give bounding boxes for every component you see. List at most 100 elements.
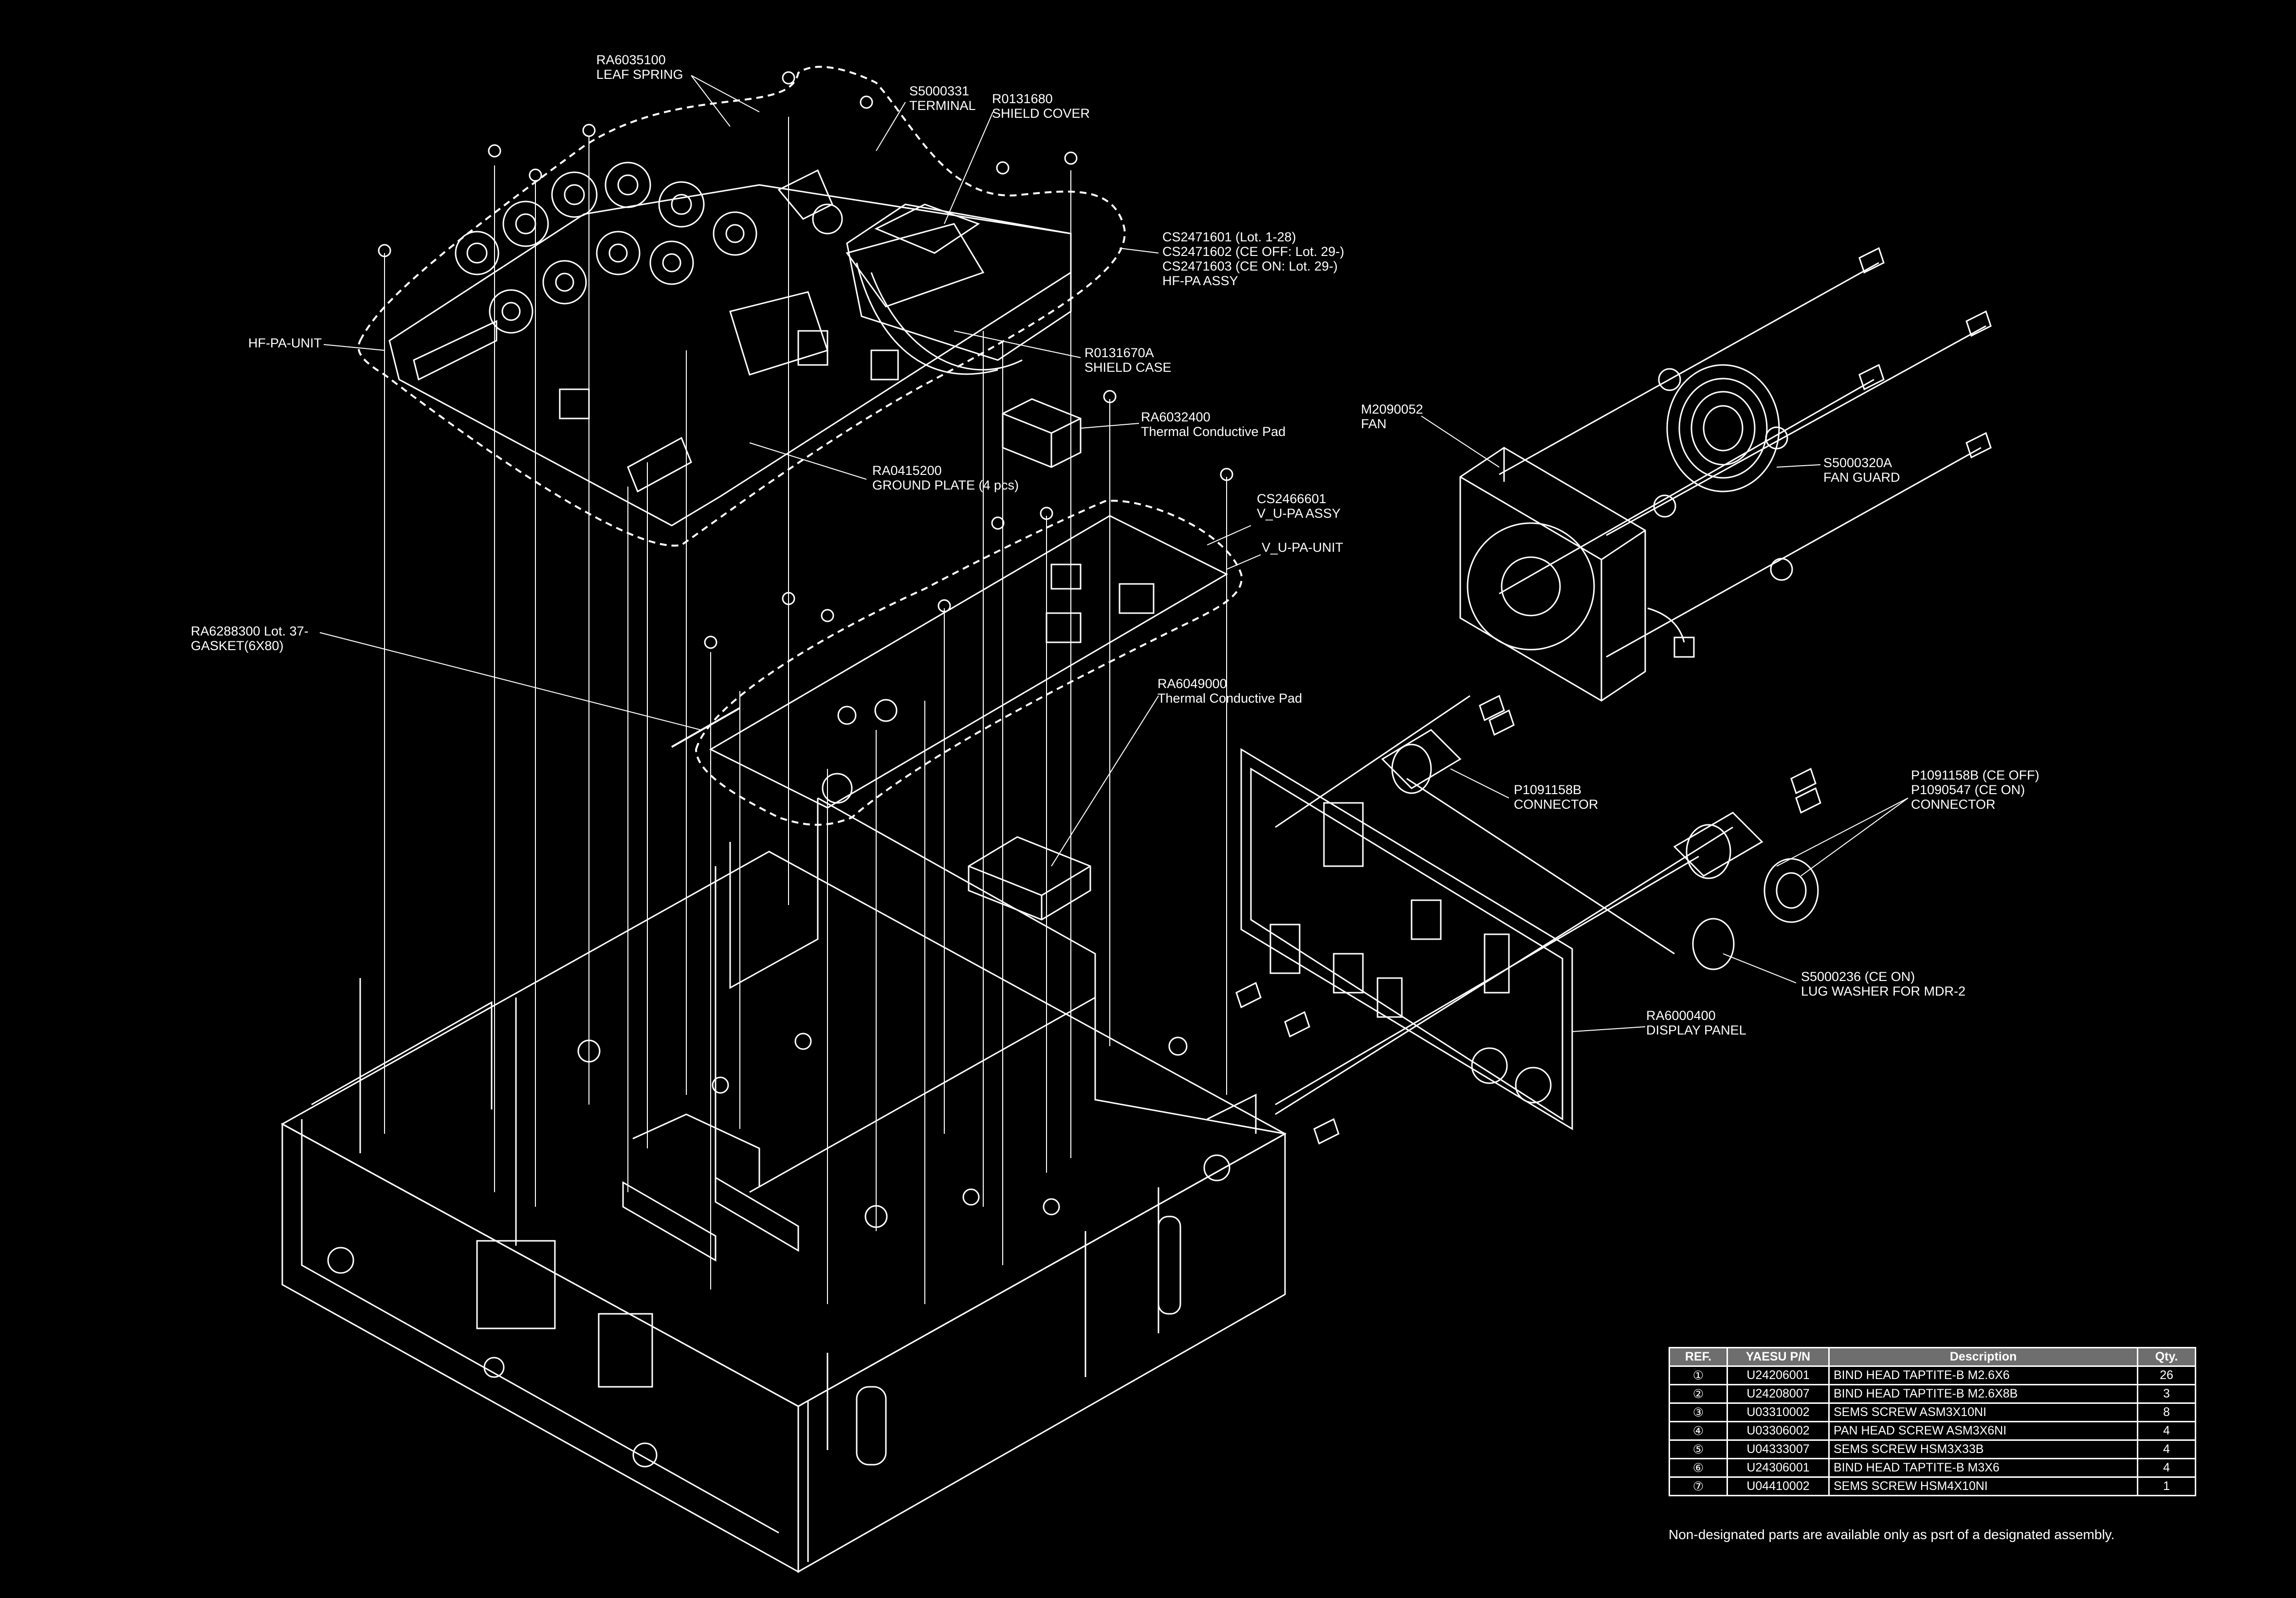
row-part-number: U04333007 [1727, 1439, 1830, 1459]
table-row: ② U24208007 BIND HEAD TAPTITE-B M2.6X8B … [1669, 1384, 2196, 1404]
label-display-panel-pn: RA6000400 [1646, 1008, 1716, 1023]
label-connector-2-pn2: P1090547 (CE ON) [1911, 782, 2025, 797]
row-part-number: U24208007 [1727, 1384, 1830, 1404]
row-part-number: U24306001 [1727, 1458, 1830, 1478]
label-thermal-pad-1-name: Thermal Conductive Pad [1141, 424, 1286, 439]
row-part-number: U04410002 [1727, 1476, 1830, 1496]
row-description: SEMS SCREW HSM4X10NI [1828, 1476, 2138, 1496]
label-hf-pa-assy-pn1: CS2471601 (Lot. 1-28) [1162, 230, 1296, 244]
table-row: ⑥ U24306001 BIND HEAD TAPTITE-B M3X6 4 [1669, 1458, 2196, 1478]
label-thermal-pad-2: RA6049000 Thermal Conductive Pad [1157, 676, 1302, 706]
row-ref: ③ [1669, 1402, 1728, 1422]
label-thermal-pad-2-pn: RA6049000 [1157, 676, 1227, 691]
label-connector-1-name: CONNECTOR [1514, 797, 1598, 812]
row-qty: 4 [2137, 1421, 2196, 1441]
row-ref: ① [1669, 1365, 1728, 1385]
label-gasket: RA6288300 Lot. 37- GASKET(6X80) [191, 624, 309, 653]
label-lug-washer-name: LUG WASHER FOR MDR-2 [1801, 984, 1966, 999]
callout-leaders [319, 75, 1909, 1032]
label-leaf-spring-pn: RA6035100 [596, 53, 666, 67]
gasket-line [671, 707, 740, 748]
label-vu-pa-unit-name: V_U-PA-UNIT [1262, 540, 1343, 555]
parts-table: REF. YAESU P/N Description Qty. ① U24206… [1669, 1347, 2196, 1496]
label-shield-cover-name: SHIELD COVER [992, 106, 1090, 121]
row-qty: 26 [2137, 1365, 2196, 1385]
label-hf-pa-unit-name: HF-PA-UNIT [248, 336, 322, 350]
label-display-panel-name: DISPLAY PANEL [1646, 1023, 1746, 1037]
row-description: PAN HEAD SCREW ASM3X6NI [1828, 1421, 2138, 1441]
label-lug-washer: S5000236 (CE ON) LUG WASHER FOR MDR-2 [1801, 969, 1965, 999]
label-shield-case-name: SHIELD CASE [1084, 360, 1172, 375]
label-hf-pa-unit: HF-PA-UNIT [248, 336, 322, 350]
row-part-number: U03306002 [1727, 1421, 1830, 1441]
row-description: BIND HEAD TAPTITE-B M2.6X6 [1828, 1365, 2138, 1385]
row-ref: ⑦ [1669, 1476, 1728, 1496]
table-row: ① U24206001 BIND HEAD TAPTITE-B M2.6X6 2… [1669, 1365, 2196, 1385]
label-fan-guard-pn: S5000320A [1823, 455, 1892, 470]
row-qty: 1 [2137, 1476, 2196, 1496]
label-lug-washer-pn: S5000236 (CE ON) [1801, 969, 1915, 984]
fan-drawing [1459, 447, 1695, 702]
row-part-number: U03310002 [1727, 1402, 1830, 1422]
label-thermal-pad-1: RA6032400 Thermal Conductive Pad [1141, 410, 1286, 439]
display-panel-drawing [1240, 748, 1573, 1130]
chassis [280, 797, 1287, 1573]
label-fan-name: FAN [1361, 417, 1387, 431]
label-hf-pa-assy: CS2471601 (Lot. 1-28) CS2471602 (CE OFF:… [1162, 230, 1344, 288]
label-connector-2-pn1: P1091158B (CE OFF) [1911, 768, 2039, 782]
label-terminal-pn: S5000331 [909, 84, 970, 98]
label-fan-pn: M2090052 [1361, 402, 1423, 417]
label-gasket-pn: RA6288300 Lot. 37- [191, 624, 309, 638]
label-ground-plate-pn: RA0415200 [872, 463, 942, 478]
parts-table-header-row: REF. YAESU P/N Description Qty. [1669, 1347, 2196, 1367]
fan-guard-drawing [1653, 364, 1793, 581]
label-hf-pa-assy-name: HF-PA ASSY [1162, 273, 1238, 288]
screw-markers [378, 71, 1233, 649]
row-description: SEMS SCREW ASM3X10NI [1828, 1402, 2138, 1422]
header-part-number: YAESU P/N [1727, 1347, 1830, 1367]
row-qty: 8 [2137, 1402, 2196, 1422]
row-qty: 3 [2137, 1384, 2196, 1404]
header-description: Description [1828, 1347, 2138, 1367]
table-row: ④ U03306002 PAN HEAD SCREW ASM3X6NI 4 [1669, 1421, 2196, 1441]
label-shield-case-pn: R0131670A [1084, 345, 1154, 360]
header-qty: Qty. [2137, 1347, 2196, 1367]
label-connector-2-name: CONNECTOR [1911, 797, 1996, 812]
table-row: ③ U03310002 SEMS SCREW ASM3X10NI 8 [1669, 1402, 2196, 1422]
vu-pa-board [695, 500, 1243, 826]
footnote: Non-designated parts are available only … [1669, 1527, 2115, 1542]
label-fan-guard-name: FAN GUARD [1823, 470, 1900, 485]
label-ground-plate: RA0415200 GROUND PLATE (4 pcs) [872, 463, 1019, 492]
row-part-number: U24206001 [1727, 1365, 1830, 1385]
label-shield-cover: R0131680 SHIELD COVER [992, 91, 1090, 121]
label-connector-1-pn: P1091158B [1514, 782, 1582, 797]
row-qty: 4 [2137, 1458, 2196, 1478]
label-terminal: S5000331 TERMINAL [909, 84, 976, 113]
label-terminal-name: TERMINAL [909, 98, 976, 113]
row-qty: 4 [2137, 1439, 2196, 1459]
table-row: ⑤ U04333007 SEMS SCREW HSM3X33B 4 [1669, 1439, 2196, 1459]
label-vu-pa-assy-pn: CS2466601 [1257, 491, 1326, 506]
label-ground-plate-name: GROUND PLATE (4 pcs) [872, 478, 1019, 492]
row-description: SEMS SCREW HSM3X33B [1828, 1439, 2138, 1459]
fan-screws [1499, 247, 1992, 658]
label-fan: M2090052 FAN [1361, 402, 1423, 431]
row-ref: ⑥ [1669, 1458, 1728, 1478]
label-vu-pa-assy: CS2466601 V_U-PA ASSY [1257, 491, 1341, 521]
shield-case [777, 169, 1072, 375]
label-vu-pa-assy-name: V_U-PA ASSY [1257, 506, 1341, 521]
label-hf-pa-assy-pn3: CS2471603 (CE ON: Lot. 29-) [1162, 259, 1338, 273]
label-leaf-spring-name: LEAF SPRING [596, 67, 683, 82]
label-vu-pa-unit: V_U-PA-UNIT [1262, 540, 1343, 555]
row-ref: ② [1669, 1384, 1728, 1404]
row-ref: ⑤ [1669, 1439, 1728, 1459]
row-description: BIND HEAD TAPTITE-B M3X6 [1828, 1458, 2138, 1478]
table-row: ⑦ U04410002 SEMS SCREW HSM4X10NI 1 [1669, 1476, 2196, 1496]
connectors-drawing [1235, 694, 1821, 1145]
label-connector-2: P1091158B (CE OFF) P1090547 (CE ON) CONN… [1911, 768, 2039, 812]
row-description: BIND HEAD TAPTITE-B M2.6X8B [1828, 1384, 2138, 1404]
row-ref: ④ [1669, 1421, 1728, 1441]
label-connector-1: P1091158B CONNECTOR [1514, 782, 1598, 812]
label-shield-cover-pn: R0131680 [992, 91, 1053, 106]
